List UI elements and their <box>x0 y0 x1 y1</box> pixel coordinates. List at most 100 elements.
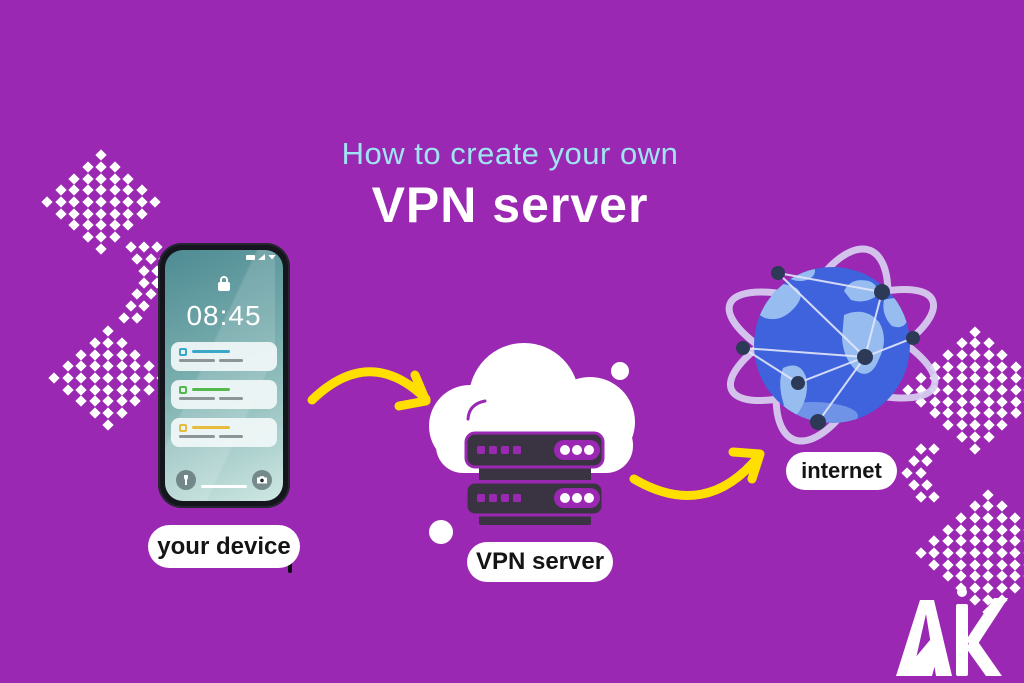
diamond-dot <box>969 407 981 420</box>
notification-card <box>171 342 277 371</box>
diamond-dot <box>1009 407 1022 420</box>
diamond-dot <box>969 372 981 384</box>
title-subtitle: How to create your own <box>341 136 679 171</box>
diamond-dot <box>1009 547 1021 559</box>
lockscreen-time: 08:45 <box>186 300 262 331</box>
diamond-dot <box>941 570 954 583</box>
diamond-dot <box>968 547 981 559</box>
notification-card <box>171 380 277 409</box>
diamond-dot <box>968 523 981 536</box>
diamond-dot <box>915 384 927 396</box>
diamond-dot <box>982 535 994 547</box>
diamond-dot <box>969 337 981 349</box>
diamond-dot <box>995 535 1008 547</box>
diamond-dot <box>928 360 941 373</box>
diamond-dot <box>996 407 1008 420</box>
label-vpn-server: VPN server <box>467 542 613 582</box>
diamond-dot <box>982 372 995 384</box>
diamond-dot <box>982 570 994 583</box>
diamond-dot <box>942 396 954 408</box>
diamond-dot <box>982 500 994 512</box>
diamond-dot <box>982 337 995 349</box>
diamond-dot <box>901 384 914 396</box>
diamond-dot <box>955 535 967 547</box>
app-icon <box>179 348 187 356</box>
diamond-dot <box>982 349 995 361</box>
notification-text-bar <box>179 435 215 438</box>
notification-title-bar <box>192 350 230 353</box>
diamond-dot <box>955 512 967 524</box>
diamond-dot <box>942 384 954 396</box>
diamond-dot <box>996 372 1008 384</box>
diamond-dot <box>955 396 968 408</box>
diamond-dot <box>968 500 981 512</box>
diamond-dot <box>921 455 933 467</box>
diamond-dot <box>969 349 981 361</box>
signal-icon <box>258 254 265 260</box>
diamond-dot <box>901 467 913 479</box>
diamond-dot <box>955 547 967 559</box>
diamond-dot <box>941 523 954 536</box>
diamond-dot <box>942 419 954 431</box>
diamond-dot <box>914 547 927 559</box>
app-icon <box>179 424 187 432</box>
notification-title-bar <box>192 388 230 391</box>
diamond-dot <box>908 479 920 491</box>
diamond-dot <box>928 491 940 503</box>
lock-icon <box>218 276 230 291</box>
diamond-dot <box>995 582 1008 594</box>
diamond-dot <box>955 419 968 431</box>
notification-text-bar <box>219 359 243 362</box>
diamond-dot <box>982 419 995 431</box>
diamond-dot <box>995 500 1008 512</box>
diamond-dot <box>968 535 981 547</box>
diamond-dot <box>941 547 954 559</box>
diamond-dot <box>955 372 968 384</box>
diamond-dot <box>969 431 981 443</box>
diamond-dot <box>996 360 1008 373</box>
phone-screen: 08:45 <box>165 250 283 501</box>
diamond-dot <box>982 488 994 501</box>
diamond-dot <box>955 523 967 536</box>
smartphone-illustration: 08:45 <box>158 243 292 573</box>
diamond-dot <box>1009 360 1022 373</box>
diamond-dot <box>995 523 1008 536</box>
notification-text-bar <box>179 359 215 362</box>
diamond-dot <box>942 349 954 361</box>
diamond-dot <box>915 491 927 503</box>
diamond-dot <box>995 512 1008 524</box>
diamond-dot <box>996 396 1008 408</box>
diamond-dot <box>995 570 1008 583</box>
diamond-dot <box>982 559 994 571</box>
diamond-dot <box>941 559 954 571</box>
diamond-dot <box>982 360 995 373</box>
camera-icon <box>252 470 272 490</box>
diamond-dot <box>928 535 940 547</box>
diamond-dot <box>955 431 968 443</box>
diamond-dot <box>968 512 981 524</box>
diamond-dot <box>1009 582 1021 594</box>
diamond-dot <box>928 559 940 571</box>
diamond-dot <box>1009 559 1021 571</box>
diamond-dot <box>928 547 940 559</box>
battery-icon <box>246 254 255 260</box>
notification-text-bar <box>219 435 243 438</box>
diamond-dot <box>1009 570 1021 583</box>
diamond-dot <box>969 384 981 396</box>
diamond-dot <box>968 594 981 606</box>
diamond-dot <box>915 372 927 384</box>
screen-reflection <box>165 250 275 501</box>
diamond-dot <box>928 407 941 420</box>
diamond-dot <box>969 419 981 431</box>
diamond-dot <box>982 431 995 443</box>
diamond-dot <box>1009 535 1021 547</box>
diamond-dot <box>982 605 994 618</box>
diamond-dot <box>921 479 933 491</box>
label-internet: internet <box>786 452 897 490</box>
diamond-dot <box>1009 512 1021 524</box>
diamond-dot <box>915 467 927 479</box>
diamond-dot <box>1009 523 1021 536</box>
diamond-dot <box>955 559 967 571</box>
diamond-dot <box>982 384 995 396</box>
